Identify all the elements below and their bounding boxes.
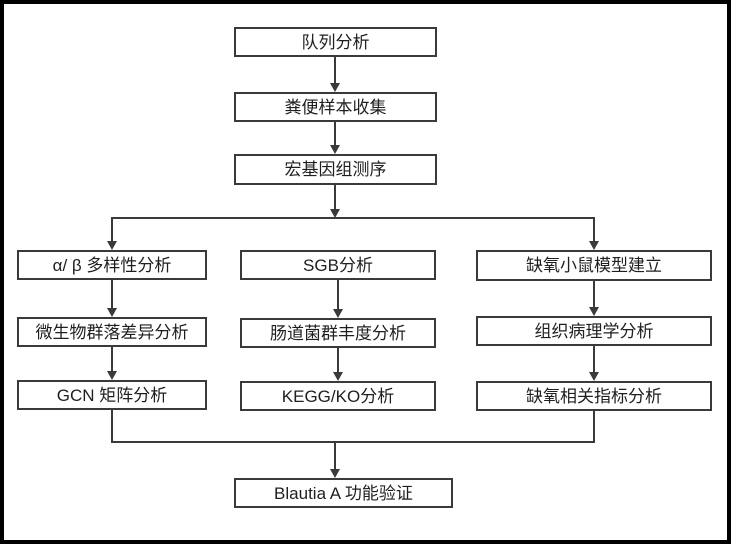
arrow-head-icon (330, 209, 340, 218)
flow-line (593, 218, 595, 241)
node-gcn-matrix-analysis: GCN 矩阵分析 (17, 380, 207, 410)
node-hypoxia-related-indicators: 缺氧相关指标分析 (476, 381, 712, 411)
arrow-head-icon (589, 372, 599, 381)
arrow-head-icon (330, 469, 340, 478)
flow-line (337, 348, 339, 372)
arrow-head-icon (589, 307, 599, 316)
branch-line (111, 217, 595, 219)
node-hypoxic-mouse-model: 缺氧小鼠模型建立 (476, 250, 712, 281)
node-microbial-community-difference: 微生物群落差异分析 (17, 317, 207, 347)
arrow-head-icon (107, 371, 117, 380)
node-metagenomic-sequencing: 宏基因组测序 (234, 154, 437, 185)
node-kegg-ko-analysis: KEGG/KO分析 (240, 381, 436, 411)
arrow-head-icon (589, 241, 599, 250)
flow-line (334, 122, 336, 145)
flow-line (334, 57, 336, 83)
flow-line (334, 443, 336, 469)
node-alpha-beta-diversity: α/ β 多样性分析 (17, 250, 207, 280)
flow-line (593, 346, 595, 372)
arrow-head-icon (330, 145, 340, 154)
node-gut-microbiota-abundance: 肠道菌群丰度分析 (240, 318, 436, 348)
node-cohort-analysis: 队列分析 (234, 27, 437, 57)
flow-line (111, 347, 113, 371)
flow-line (334, 185, 336, 209)
flow-line (337, 280, 339, 309)
node-blautia-a-validation: Blautia A 功能验证 (234, 478, 453, 508)
flow-line (593, 411, 595, 443)
node-fecal-sample-collection: 粪便样本收集 (234, 92, 437, 122)
arrow-head-icon (107, 241, 117, 250)
arrow-head-icon (333, 372, 343, 381)
flow-line (593, 281, 595, 307)
arrow-head-icon (333, 309, 343, 318)
merge-line (111, 441, 595, 443)
arrow-head-icon (107, 308, 117, 317)
node-histopathology-analysis: 组织病理学分析 (476, 316, 712, 346)
flow-line (111, 280, 113, 308)
arrow-head-icon (330, 83, 340, 92)
node-sgb-analysis: SGB分析 (240, 250, 436, 280)
flow-line (111, 410, 113, 443)
flow-line (111, 218, 113, 241)
